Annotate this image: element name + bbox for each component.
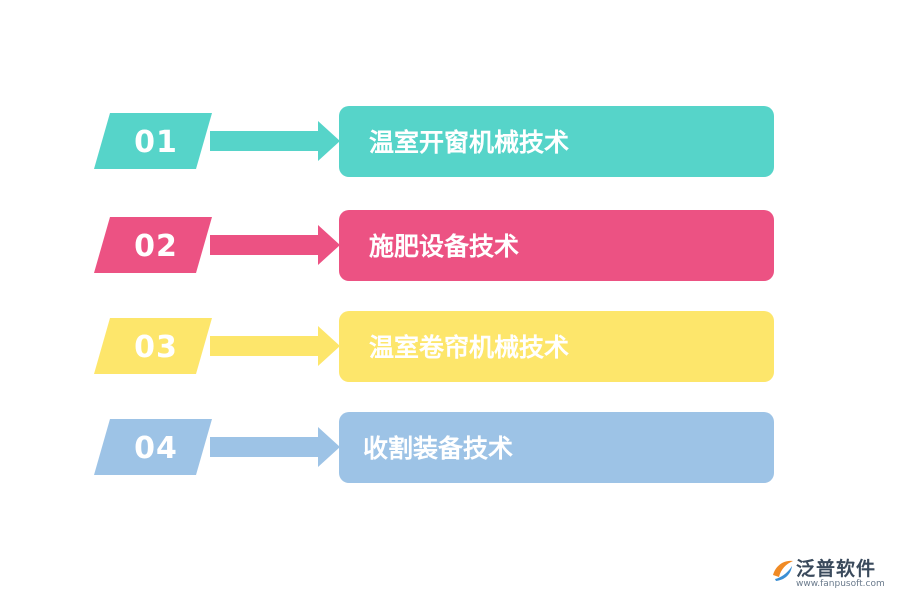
right-arrow-icon [210,121,340,161]
brand-logo: 泛普软件 www.fanpusoft.com [766,554,894,594]
step-row-3: 03 温室卷帘机械技术 [0,311,900,383]
step-box-1: 温室开窗机械技术 [339,106,774,177]
arrow-shape [210,225,340,265]
step-label: 收割装备技术 [363,434,514,463]
step-box-4: 收割装备技术 [339,412,774,483]
step-row-4: 04 收割装备技术 [0,412,900,484]
right-arrow-icon [210,225,340,265]
step-label: 施肥设备技术 [369,232,520,261]
step-number: 02 [134,229,178,264]
step-number: 04 [134,431,178,466]
right-arrow-icon [210,326,340,366]
badge-parallelogram [94,217,212,273]
arrow-shape [210,121,340,161]
step-box-2: 施肥设备技术 [339,210,774,281]
parallelogram-shape [94,318,212,374]
step-number-badge-4: 04 [94,419,212,475]
logo-url: www.fanpusoft.com [796,579,885,589]
step-number-badge-3: 03 [94,318,212,374]
step-box-3: 温室卷帘机械技术 [339,311,774,382]
step-row-2: 02 施肥设备技术 [0,210,900,282]
step-row-1: 01 温室开窗机械技术 [0,106,900,178]
arrow-shape [210,427,340,467]
parallelogram-shape [94,419,212,475]
badge-parallelogram [94,318,212,374]
logo-name: 泛普软件 [796,558,877,580]
step-number: 01 [134,125,178,160]
fanpu-logo-icon [773,560,793,581]
logo-swoosh-blue [775,566,792,581]
step-number: 03 [134,330,178,365]
parallelogram-shape [94,113,212,169]
badge-parallelogram [94,113,212,169]
parallelogram-shape [94,217,212,273]
step-number-badge-1: 01 [94,113,212,169]
logo-swoosh-orange [773,560,793,577]
step-label: 温室卷帘机械技术 [369,333,570,362]
step-label: 温室开窗机械技术 [369,128,570,157]
arrow-shape [210,326,340,366]
step-number-badge-2: 02 [94,217,212,273]
badge-parallelogram [94,419,212,475]
right-arrow-icon [210,427,340,467]
